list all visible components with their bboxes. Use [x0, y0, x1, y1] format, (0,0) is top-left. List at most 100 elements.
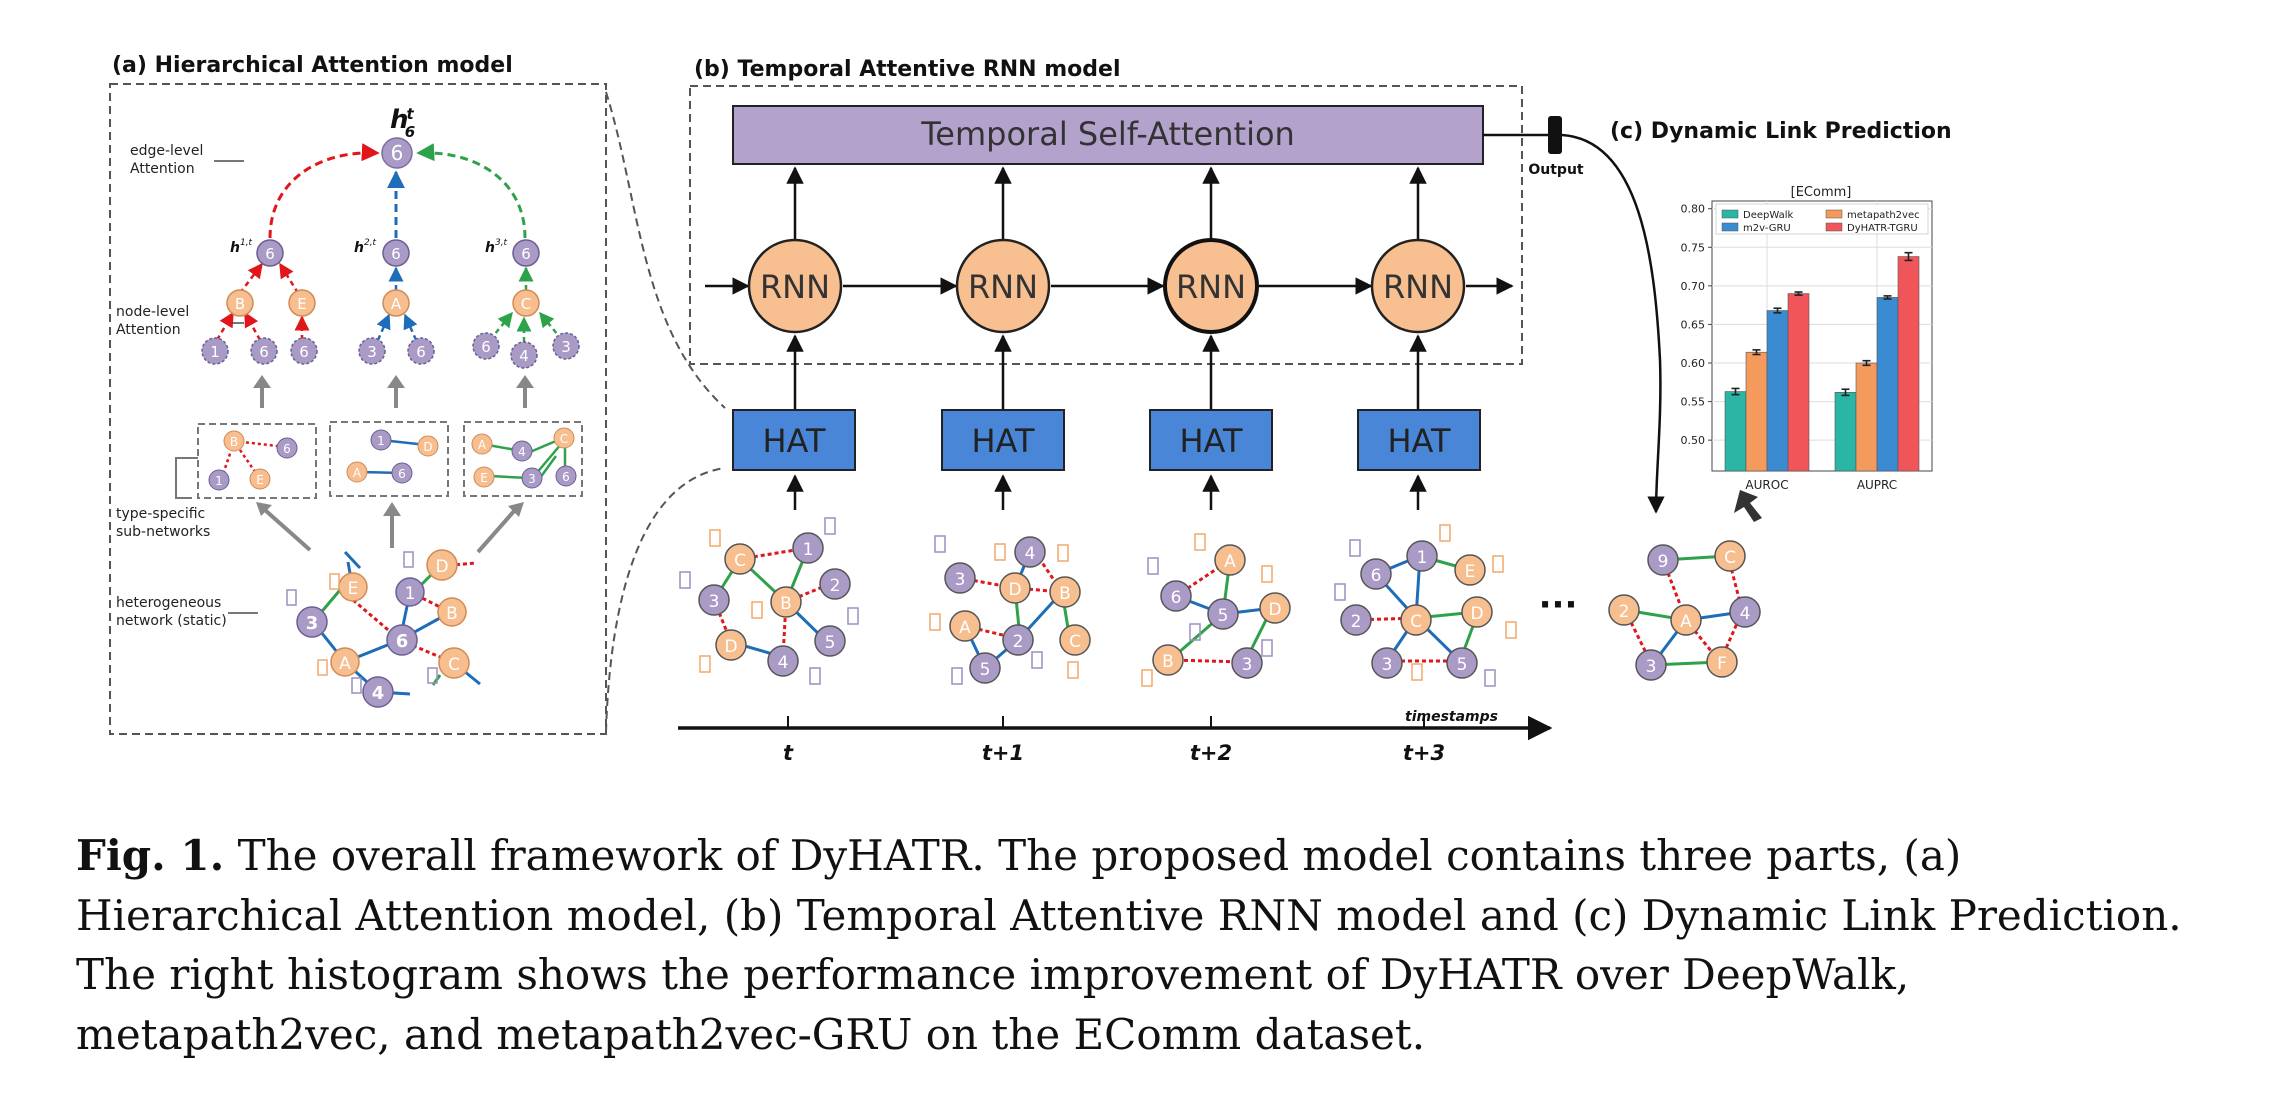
svg-text:RNN: RNN — [1176, 268, 1246, 306]
legend-label: m2v-GRU — [1743, 223, 1791, 234]
tick-label-t1: t+1 — [982, 741, 1024, 765]
node-level-label: node-level — [116, 304, 189, 320]
subtree-2: 6 A 3 6 — [358, 239, 435, 365]
svg-text:6: 6 — [562, 470, 570, 484]
svg-text:HAT: HAT — [1179, 422, 1242, 460]
svg-text:1: 1 — [803, 540, 814, 560]
type-specific-label: type-specific — [116, 506, 205, 522]
svg-text:5: 5 — [1218, 606, 1229, 626]
svg-text:3: 3 — [561, 338, 571, 356]
predicted-network: 9 C 2 A 4 3 F — [1608, 540, 1761, 681]
svg-text:A: A — [478, 438, 487, 452]
svg-text:E: E — [1465, 562, 1476, 582]
svg-text:2: 2 — [1351, 612, 1362, 632]
heterogeneous-label-2: network (static) — [116, 613, 227, 629]
svg-text:B: B — [230, 435, 238, 449]
svg-text:D: D — [724, 637, 737, 657]
svg-text:1: 1 — [210, 343, 220, 361]
panel-a-title: (a) Hierarchical Attention model — [112, 53, 513, 78]
ellipsis: ··· — [1539, 585, 1578, 625]
svg-text:6: 6 — [283, 442, 291, 456]
rnn-cell-t1 — [955, 238, 1051, 334]
svg-text:E: E — [348, 579, 359, 599]
svg-text:6: 6 — [396, 631, 409, 652]
bar-metapath2vec-AUPRC — [1855, 362, 1878, 472]
output-label: Output — [1528, 162, 1584, 178]
panel-c-link-prediction: (c) Dynamic Link Prediction [EComm] 0.50… — [1608, 119, 1952, 681]
svg-text:5: 5 — [825, 633, 836, 653]
y-tick-label: 0.80 — [1681, 203, 1706, 216]
bar-DeepWalk-AUPRC — [1834, 392, 1857, 472]
svg-text:4: 4 — [519, 347, 529, 365]
svg-text:6: 6 — [1371, 566, 1382, 586]
svg-text:1: 1 — [405, 584, 416, 604]
snapshot-graph-t2: A 6 5 D B 3 — [1141, 533, 1291, 687]
hat-box-t2 — [1149, 409, 1273, 471]
hat-box-t — [732, 409, 856, 471]
legend-swatch — [1825, 222, 1843, 232]
bar-m2v-GRU-AUROC — [1766, 310, 1789, 472]
svg-text:RNN: RNN — [760, 268, 830, 306]
edge-level-label-2: Attention — [130, 161, 195, 177]
svg-text:4: 4 — [518, 445, 526, 459]
y-tick-label: 0.75 — [1681, 241, 1706, 254]
snapshot-graph-t: C 1 3 B 2 D 5 4 — [679, 517, 859, 685]
svg-text:3: 3 — [1646, 657, 1657, 677]
svg-text:4: 4 — [372, 683, 385, 704]
svg-text:B: B — [446, 604, 458, 624]
svg-text:D: D — [1470, 604, 1483, 624]
root-node-6 — [381, 137, 413, 169]
svg-text:C: C — [1410, 612, 1422, 632]
svg-text:3: 3 — [955, 570, 966, 590]
svg-text:3: 3 — [709, 592, 720, 612]
sub-network-2: 1 D A 6 — [329, 421, 449, 497]
chart-y-axis: 0.500.550.600.650.700.750.80 — [1681, 203, 1712, 447]
legend-swatch — [1825, 209, 1843, 219]
subtree-3: 6 C 6 4 3 — [472, 239, 580, 369]
svg-text:D: D — [423, 440, 432, 454]
svg-text:D: D — [1008, 580, 1021, 600]
h2t-label: h2,t — [354, 238, 377, 256]
node-level-label-2: Attention — [116, 322, 181, 338]
svg-text:A: A — [1680, 612, 1692, 632]
y-tick-label: 0.70 — [1681, 280, 1706, 293]
chart-plot-area — [1711, 200, 1933, 472]
snapshot-graph-t1: 3 4 D B A 2 C 5 — [929, 535, 1091, 685]
h3t-label: h3,t — [485, 238, 508, 256]
y-tick-label: 0.55 — [1681, 396, 1706, 409]
panel-c-title: (c) Dynamic Link Prediction — [1610, 119, 1952, 144]
snapshot-graph-t3: 6 1 E 2 C D 3 5 — [1334, 524, 1517, 687]
temporal-self-attention-label: Temporal Self-Attention — [920, 115, 1295, 153]
subtree-1: 6 B E 1 6 6 — [201, 239, 318, 365]
svg-text:1: 1 — [215, 474, 223, 488]
svg-text:9: 9 — [1658, 552, 1669, 572]
h1t-label: h1,t — [230, 238, 253, 256]
svg-text:C: C — [521, 295, 531, 313]
tick-label-t2: t+2 — [1190, 741, 1232, 765]
tick-label-t: t — [783, 741, 794, 765]
x-tick-label: AUROC — [1745, 478, 1788, 492]
svg-text:D: D — [1268, 600, 1281, 620]
svg-text:B: B — [780, 594, 792, 614]
legend-label: metapath2vec — [1847, 210, 1920, 221]
temporal-self-attention-box — [732, 105, 1484, 165]
timestamps-label: timestamps — [1405, 709, 1498, 725]
y-tick-label: 0.50 — [1681, 434, 1706, 447]
panel-a-frame — [109, 83, 607, 735]
caption-text: The overall framework of DyHATR. The pro… — [76, 831, 2182, 1059]
svg-text:C: C — [734, 551, 746, 571]
svg-text:3: 3 — [1382, 655, 1393, 675]
svg-text:F: F — [1717, 654, 1727, 674]
svg-text:6: 6 — [265, 245, 275, 263]
bar-DyHATR-TGRU-AUROC — [1787, 293, 1810, 472]
svg-text:5: 5 — [980, 660, 991, 680]
bar-DeepWalk-AUROC — [1724, 391, 1747, 472]
svg-text:HAT: HAT — [762, 422, 825, 460]
bar-DyHATR-TGRU-AUPRC — [1897, 256, 1920, 472]
svg-text:C: C — [1724, 548, 1736, 568]
svg-text:B: B — [235, 295, 245, 313]
rnn-cell-t3 — [1370, 238, 1466, 334]
